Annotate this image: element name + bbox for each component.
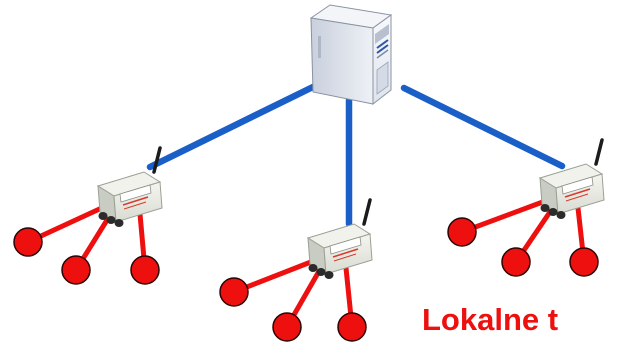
sensor-probe [272, 312, 302, 342]
caption-text: Lokalne t [422, 302, 559, 337]
sensor-probe [219, 277, 249, 307]
sensor-probe [447, 217, 477, 247]
sensor-probe [61, 255, 91, 285]
wireless-data-logger-icon [306, 198, 374, 281]
sensor-probe [337, 312, 367, 342]
wireless-data-logger-icon [96, 146, 164, 229]
server-tower-icon [309, 4, 393, 106]
sensor-probe [13, 227, 43, 257]
sensor-probe [501, 247, 531, 277]
sensor-probe [130, 255, 160, 285]
wireless-data-logger-icon [538, 138, 606, 221]
station-3 [447, 138, 606, 277]
sensor-probe [569, 247, 599, 277]
station-2 [219, 198, 374, 342]
link-server-station-3 [400, 84, 566, 170]
network-links [146, 80, 566, 228]
station-1 [13, 146, 164, 285]
link-server-station-1 [146, 80, 323, 171]
